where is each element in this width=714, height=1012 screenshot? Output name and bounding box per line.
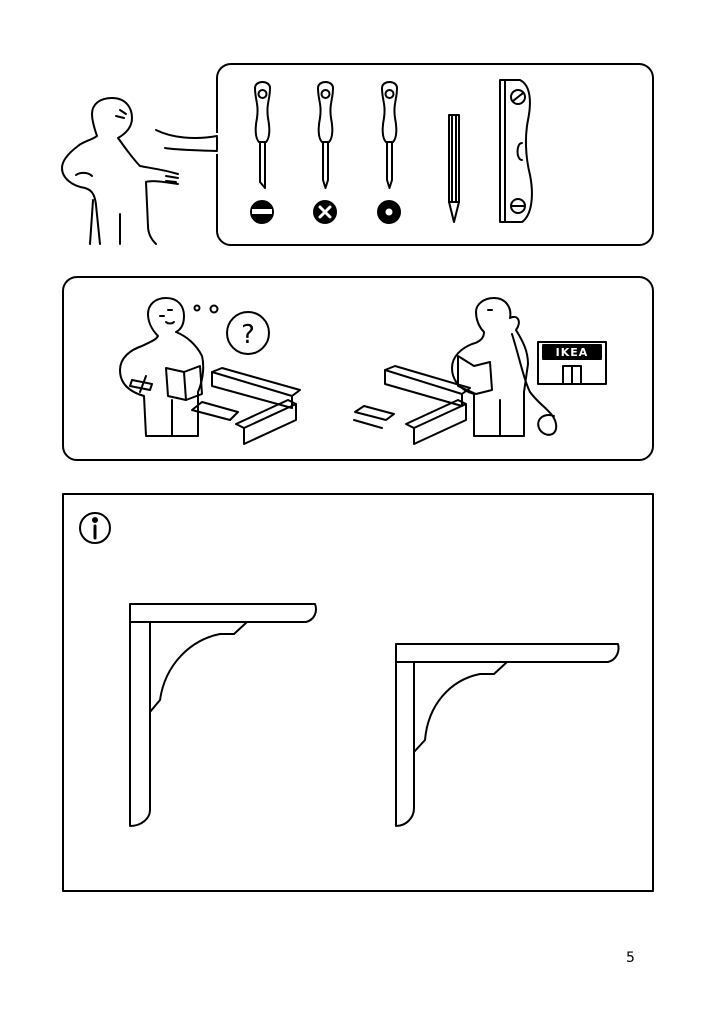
phillips-screwdriver-icon (313, 81, 337, 224)
bracket-left (129, 603, 317, 827)
info-panel-frame (62, 493, 654, 892)
phoning-figure (451, 297, 529, 437)
help-panel-frame (62, 276, 654, 461)
confused-figure (119, 297, 205, 437)
store-sign-text: IKEA (556, 346, 589, 359)
flathead-screwdriver-icon (250, 81, 274, 224)
thought-dots (193, 304, 219, 314)
parts-left (191, 367, 301, 445)
spirit-level-icon (499, 79, 533, 223)
phone-cord (511, 333, 558, 436)
bracket-right (395, 643, 620, 827)
question-bubble: ? (226, 311, 270, 355)
tools-panel (61, 63, 654, 246)
pencil-icon (448, 114, 460, 223)
ikea-store-icon: IKEA (537, 341, 607, 385)
info-panel (62, 493, 654, 892)
tools-bubble (216, 63, 654, 246)
parts-right (353, 365, 471, 445)
question-mark: ? (241, 320, 255, 350)
help-panel: ? (62, 276, 654, 461)
info-icon (79, 512, 111, 544)
page-number: 5 (626, 950, 635, 966)
presenter-figure (61, 97, 179, 245)
pozidriv-screwdriver-icon (377, 81, 401, 224)
